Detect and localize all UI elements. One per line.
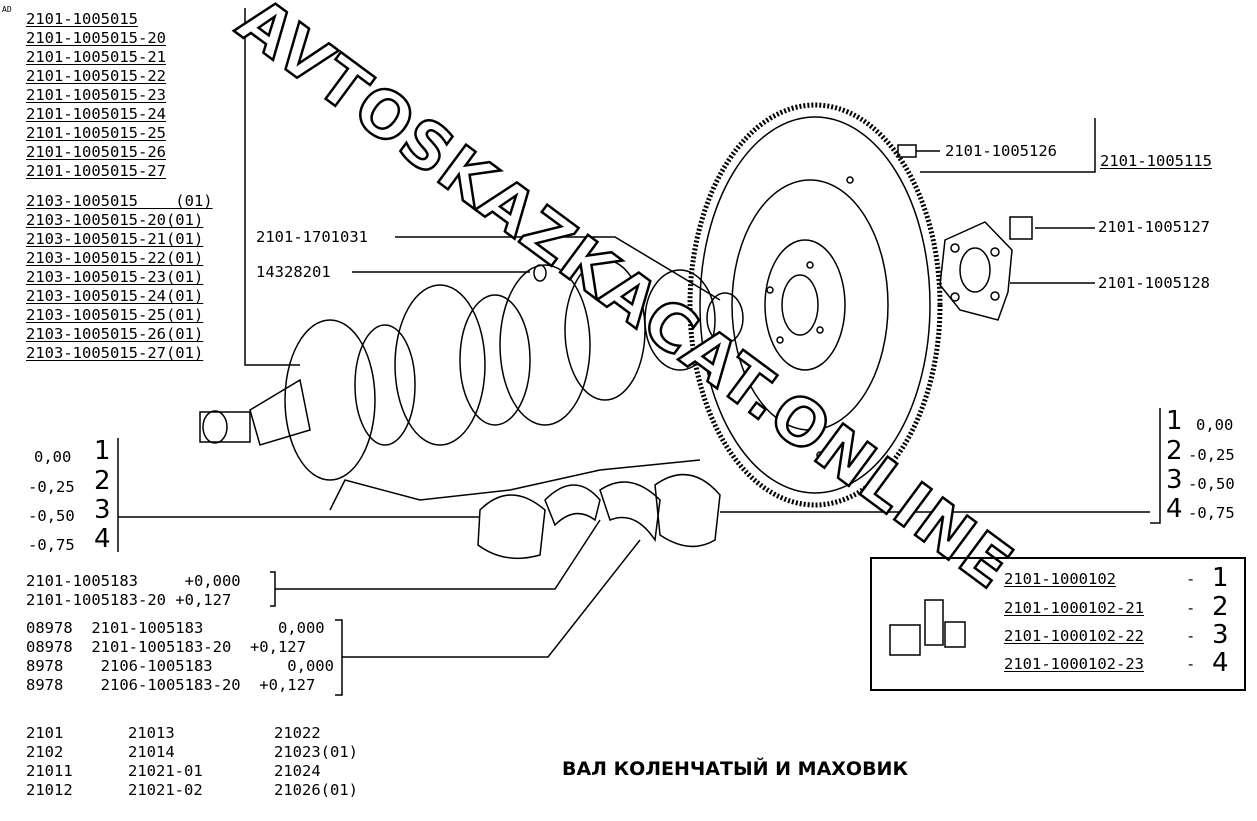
size-number: 2	[1166, 436, 1183, 466]
model-cell: 21021-02	[128, 781, 203, 799]
model-cell: 21023(01)	[274, 743, 358, 761]
kit-code: 2101-1000102-21	[1004, 599, 1144, 617]
halfring-row: 2101-1005183-20 +0,127	[26, 591, 232, 609]
leader-halfring	[275, 519, 601, 590]
kit-number: 3	[1212, 620, 1229, 650]
size-value: -0,25	[1188, 446, 1235, 464]
size-number: 1	[94, 436, 111, 466]
crankshaft-number: 2101-1005015-27	[26, 162, 166, 180]
model-cell: 2102	[26, 743, 64, 761]
leader-bearing	[395, 236, 721, 301]
crankshaft-number: 2101-1005015-26	[26, 143, 166, 161]
crankshaft-number-01: 2103-1005015-24(01)	[26, 287, 204, 305]
leader-liners	[342, 539, 641, 658]
crankshaft-number-01: 2103-1005015-25(01)	[26, 306, 204, 324]
crankshaft-number-01: 2103-1005015-22(01)	[26, 249, 204, 267]
size-number: 1	[1166, 406, 1183, 436]
washer-plate-drawing	[939, 216, 1033, 321]
model-cell: 21026(01)	[274, 781, 358, 799]
model-cell: 21014	[128, 743, 175, 761]
size-number: 4	[1166, 494, 1183, 524]
size-value: 0,00	[34, 448, 72, 466]
callout-washer-bolt: 2101-1005127	[1098, 218, 1210, 236]
halfring-bracket	[270, 571, 276, 607]
kit-code: 2101-1000102-23	[1004, 655, 1144, 673]
size-number: 3	[94, 495, 111, 525]
flywheel-bracket	[920, 118, 1096, 173]
model-cell: 21021-01	[128, 762, 203, 780]
size-value: -0,50	[28, 507, 75, 525]
size-number: 4	[94, 524, 111, 554]
kit-code: 2101-1000102	[1004, 570, 1116, 588]
model-cell: 21011	[26, 762, 73, 780]
liner-row: 08978 2101-1005183 0,000	[26, 619, 325, 637]
page-title: ВАЛ КОЛЕНЧАТЫЙ И МАХОВИК	[562, 758, 908, 780]
crankshaft-bracket-line	[244, 8, 300, 366]
kit-dash: -	[1186, 627, 1196, 645]
callout-flywheel-bolt: 2101-1005126	[945, 142, 1057, 160]
flywheel-drawing	[687, 102, 943, 508]
kit-dash: -	[1186, 655, 1196, 673]
crankshaft-number-01: 2103-1005015-27(01)	[26, 344, 204, 362]
crankshaft-drawing	[199, 259, 744, 511]
kit-number: 1	[1212, 563, 1229, 593]
corner-mark: AD	[2, 5, 12, 14]
flywheel-bolt-drawing	[897, 144, 917, 158]
crankshaft-number-01: 2103-1005015-26(01)	[26, 325, 204, 343]
size-number: 3	[1166, 465, 1183, 495]
crankshaft-number: 2101-1005015-25	[26, 124, 166, 142]
callout-washer: 2101-1005128	[1098, 274, 1210, 292]
kit-code: 2101-1000102-22	[1004, 627, 1144, 645]
size-value: 0,00	[1196, 416, 1234, 434]
callout-flywheel: 2101-1005115	[1100, 152, 1212, 170]
crankshaft-number: 2101-1005015	[26, 10, 138, 28]
crankshaft-number: 2101-1005015-22	[26, 67, 166, 85]
kit-icon	[889, 599, 966, 656]
halfring-row: 2101-1005183 +0,000	[26, 572, 241, 590]
kit-number: 2	[1212, 592, 1229, 622]
crankshaft-number-01: 2103-1005015-23(01)	[26, 268, 204, 286]
size-value: -0,75	[28, 536, 75, 554]
liner-row: 08978 2101-1005183-20 +0,127	[26, 638, 306, 656]
crankshaft-number-01: 2103-1005015 (01)	[26, 192, 213, 210]
size-value: -0,75	[1188, 504, 1235, 522]
liner-row: 8978 2106-1005183 0,000	[26, 657, 334, 675]
crankshaft-number: 2101-1005015-23	[26, 86, 166, 104]
model-cell: 2101	[26, 724, 64, 742]
model-cell: 21013	[128, 724, 175, 742]
liner-row: 8978 2106-1005183-20 +0,127	[26, 676, 316, 694]
kit-dash: -	[1186, 570, 1196, 588]
model-cell: 21022	[274, 724, 321, 742]
liners-bracket	[335, 619, 343, 696]
crankshaft-number: 2101-1005015-24	[26, 105, 166, 123]
right-size-bracket	[1150, 408, 1161, 524]
kit-number: 4	[1212, 648, 1229, 678]
size-value: -0,25	[28, 478, 75, 496]
crankshaft-number-01: 2103-1005015-20(01)	[26, 211, 204, 229]
model-cell: 21012	[26, 781, 73, 799]
kit-dash: -	[1186, 599, 1196, 617]
size-value: -0,50	[1188, 475, 1235, 493]
crankshaft-number-01: 2103-1005015-21(01)	[26, 230, 204, 248]
crankshaft-number: 2101-1005015-21	[26, 48, 166, 66]
size-number: 2	[94, 466, 111, 496]
callout-bearing: 2101-1701031	[256, 228, 368, 246]
callout-plug: 14328201	[256, 263, 331, 281]
crankshaft-number: 2101-1005015-20	[26, 29, 166, 47]
model-cell: 21024	[274, 762, 321, 780]
bearing-shells-drawing	[477, 473, 721, 560]
kit-box	[870, 557, 1246, 691]
